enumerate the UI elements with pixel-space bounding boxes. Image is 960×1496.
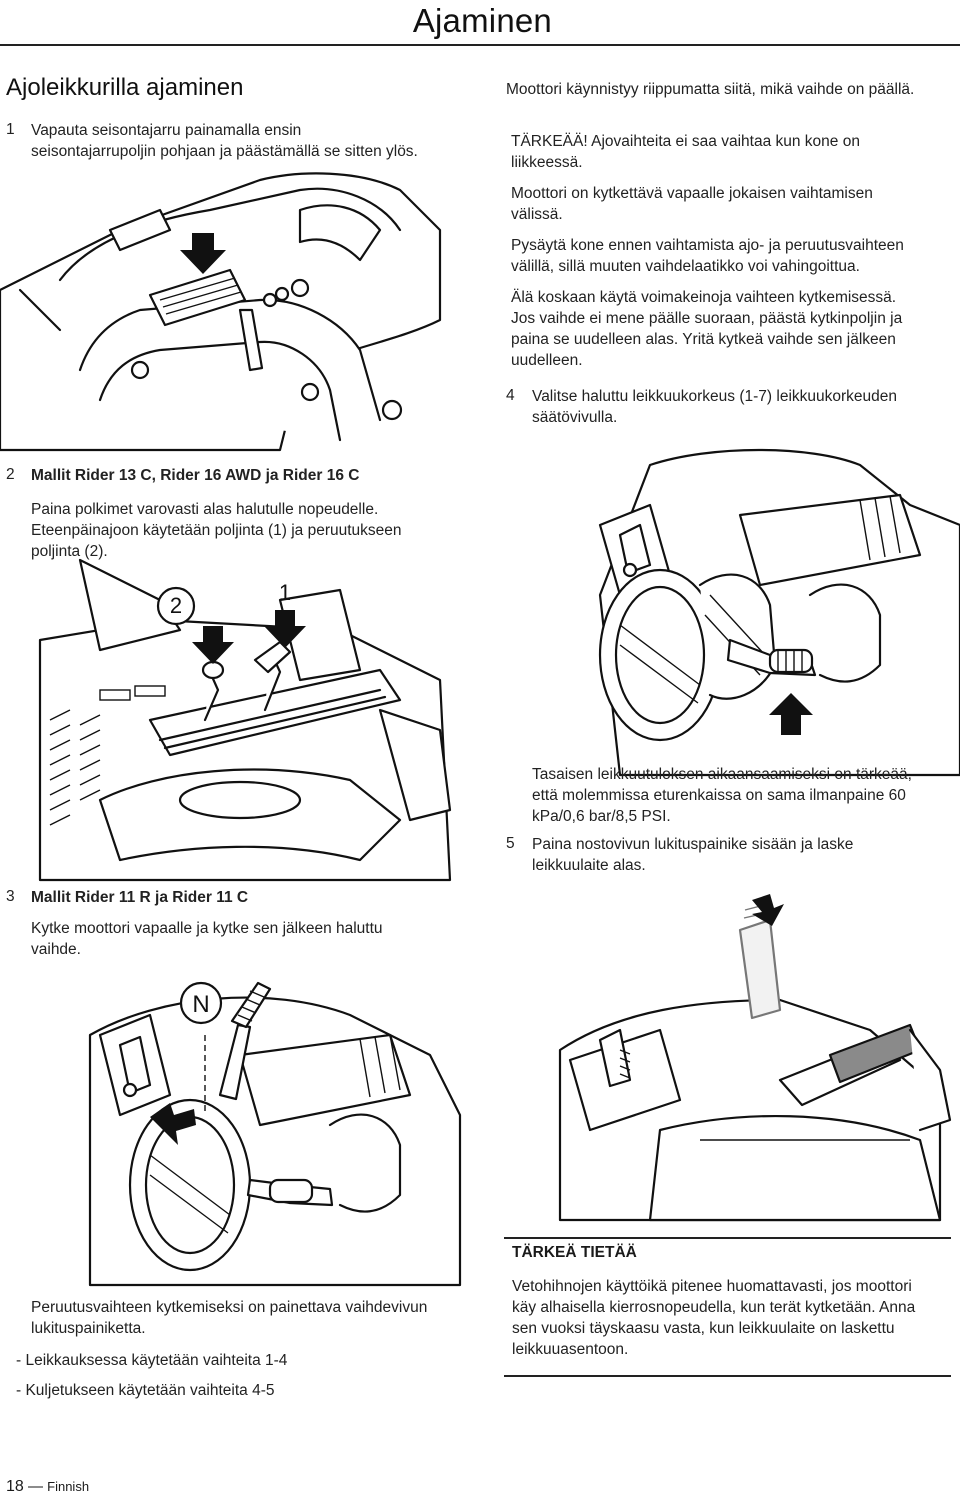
section-title: Ajoleikkurilla ajaminen xyxy=(6,74,244,101)
footer-dash: — xyxy=(27,1478,43,1495)
down-arrow-icon xyxy=(752,894,784,926)
force-line-1: Älä koskaan käytä voimakeinoja vaihteen … xyxy=(511,289,897,306)
important-note-title: TÄRKEÄ TIETÄÄ xyxy=(512,1244,637,1261)
right-para-1: Moottori käynnistyy riippumatta siitä, m… xyxy=(506,81,915,98)
step-1-line-1: Vapauta seisontajarru painamalla ensin xyxy=(31,122,302,139)
tire-line-3: kPa/0,6 bar/8,5 PSI. xyxy=(532,808,671,825)
step-2-text: Paina polkimet varovasti alas halutulle … xyxy=(31,499,402,562)
note-line-4: leikkuuasentoon. xyxy=(512,1341,629,1358)
right-para-stop: Pysäytä kone ennen vaihtamista ajo- ja p… xyxy=(511,235,904,277)
step-2-number: 2 xyxy=(6,466,15,483)
step-4-text: Valitse haluttu leikkuukorkeus (1-7) lei… xyxy=(532,386,897,428)
force-line-4: uudelleen. xyxy=(511,352,583,369)
right-para-important: TÄRKEÄÄ! Ajovaihteita ei saa vaihtaa kun… xyxy=(511,131,860,173)
step-2-line-3: poljinta (2). xyxy=(31,543,108,560)
parking-brake-illustration xyxy=(0,172,442,452)
header-rule xyxy=(0,44,960,46)
step-3-line-1: Kytke moottori vapaalle ja kytke sen jäl… xyxy=(31,920,383,937)
right-arrow-icon xyxy=(150,1103,196,1145)
step-4-line-1: Valitse haluttu leikkuukorkeus (1-7) lei… xyxy=(532,388,898,405)
reverse-gear-text: Peruutusvaihteen kytkemiseksi on painett… xyxy=(31,1297,427,1339)
step-2-line-2: Eteenpäinajoon käytetään poljinta (1) ja… xyxy=(31,522,402,539)
page-header-title: Ajaminen xyxy=(412,2,552,39)
gear-lever-neutral-illustration: N xyxy=(88,981,462,1287)
tire-line-1: Tasaisen leikkuutuloksen aikaansaamiseks… xyxy=(532,766,912,783)
footer-language: Finnish xyxy=(47,1479,90,1494)
step-5-text: Paina nostovivun lukituspainike sisään j… xyxy=(532,834,853,876)
step-1-text: Vapauta seisontajarru painamalla ensin s… xyxy=(31,120,418,162)
step-5-line-1: Paina nostovivun lukituspainike sisään j… xyxy=(532,836,854,853)
reverse-line-1: Peruutusvaihteen kytkemiseksi on painett… xyxy=(31,1299,428,1316)
step-4-line-2: säätövivulla. xyxy=(532,409,618,426)
up-arrow-icon xyxy=(769,693,813,735)
neutral-label: N xyxy=(192,991,209,1018)
down-arrow-icon xyxy=(192,626,234,664)
page-number: 18 xyxy=(6,1478,24,1495)
stop-line-2: välillä, sillä muuten vaihdelaatikko voi… xyxy=(511,258,860,275)
pedal-1-label: 1 xyxy=(279,580,291,605)
down-arrow-icon xyxy=(180,233,226,274)
step-3-line-2: vaihde. xyxy=(31,941,81,958)
stop-line-1: Pysäytä kone ennen vaihtamista ajo- ja p… xyxy=(511,237,904,254)
step-2-title: Mallit Rider 13 C, Rider 16 AWD ja Rider… xyxy=(31,467,360,484)
step-3-number: 3 xyxy=(6,888,15,905)
drive-pedals-illustration: 2 1 xyxy=(38,558,452,882)
step-4-number: 4 xyxy=(506,387,515,404)
pedal-2-label: 2 xyxy=(170,593,182,618)
important-note-text: Vetohihnojen käyttöikä pitenee huomattav… xyxy=(512,1276,915,1360)
neutral-line-1: Moottori on kytkettävä vapaalle jokaisen… xyxy=(511,185,873,202)
tire-line-2: että molemmissa eturenkaissa on sama ilm… xyxy=(532,787,906,804)
force-line-3: paina se uudelleen alas. Yritä kytkeä va… xyxy=(511,331,896,348)
step-2-line-1: Paina polkimet varovasti alas halutulle … xyxy=(31,501,379,518)
force-line-2: Jos vaihde ei mene päälle suoraan, pääst… xyxy=(511,310,903,327)
step-3-text: Kytke moottori vapaalle ja kytke sen jäl… xyxy=(31,918,383,960)
note-line-3: sen vuoksi täyskaasu vasta, kun leikkuul… xyxy=(512,1320,895,1337)
important-line-2: liikkeessä. xyxy=(511,154,583,171)
tire-pressure-text: Tasaisen leikkuutuloksen aikaansaamiseks… xyxy=(532,764,912,827)
cutting-height-illustration xyxy=(598,448,960,777)
right-para-neutral: Moottori on kytkettävä vapaalle jokaisen… xyxy=(511,183,873,225)
note-line-1: Vetohihnojen käyttöikä pitenee huomattav… xyxy=(512,1278,912,1295)
neutral-line-2: välissä. xyxy=(511,206,563,223)
important-line-1: TÄRKEÄÄ! Ajovaihteita ei saa vaihtaa kun… xyxy=(511,133,860,150)
step-1-line-2: seisontajarrupoljin pohjaan ja päästämäl… xyxy=(31,143,418,160)
step-5-line-2: leikkuulaite alas. xyxy=(532,857,646,874)
step-5-number: 5 xyxy=(506,835,515,852)
important-note-box xyxy=(504,1237,951,1377)
lift-lever-illustration xyxy=(558,894,952,1222)
gears-cutting-text: - Leikkauksessa käytetään vaihteita 1-4 xyxy=(16,1352,288,1369)
step-1-number: 1 xyxy=(6,121,15,138)
reverse-line-2: lukituspainiketta. xyxy=(31,1320,146,1337)
gears-transport-text: - Kuljetukseen käytetään vaihteita 4-5 xyxy=(16,1382,275,1399)
down-arrow-icon xyxy=(264,610,306,648)
page-footer: 18 — Finnish xyxy=(6,1478,89,1496)
right-para-force: Älä koskaan käytä voimakeinoja vaihteen … xyxy=(511,287,902,371)
step-3-title: Mallit Rider 11 R ja Rider 11 C xyxy=(31,889,249,906)
note-line-2: käy alhaisella kierrosnopeudella, kun te… xyxy=(512,1299,916,1316)
